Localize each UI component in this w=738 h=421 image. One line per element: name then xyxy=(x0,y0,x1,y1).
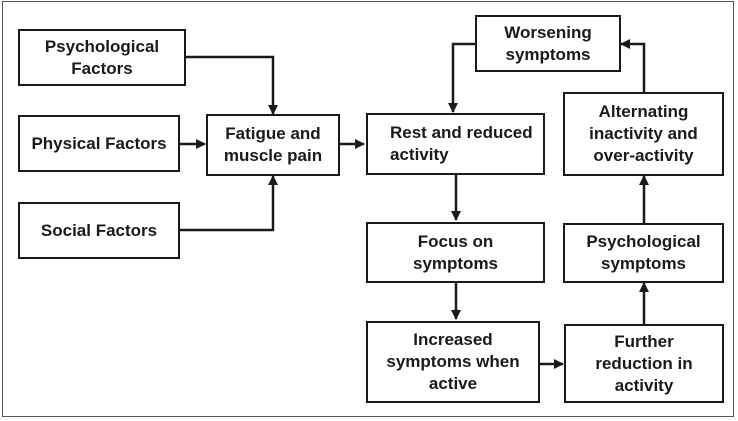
node-increased: Increased symptoms when active xyxy=(366,321,540,403)
node-psychological-factors-label: Psychological Factors xyxy=(44,36,160,78)
node-alternating-label: Alternating inactivity and over-activity xyxy=(589,102,698,165)
edge-worsening-to-rest xyxy=(448,42,475,113)
node-focus: Focus on symptoms xyxy=(366,222,545,283)
edge-psychological-factors-to-fatigue xyxy=(186,55,278,115)
node-worsening-label: Worsening symptoms xyxy=(504,22,592,64)
node-increased-label: Increased symptoms when active xyxy=(386,330,520,393)
node-social-factors-label: Social Factors xyxy=(40,220,158,240)
node-fatigue-label: Fatigue and muscle pain xyxy=(223,124,323,165)
node-rest-label: Rest and reduced activity xyxy=(390,123,533,164)
edge-alternating-to-worsening xyxy=(620,39,646,92)
node-psychological-symptoms: Psychological symptoms xyxy=(563,223,724,283)
node-physical-factors-label: Physical Factors xyxy=(31,133,167,153)
node-alternating: Alternating inactivity and over-activity xyxy=(563,92,724,176)
node-psychological-symptoms-label: Psychological symptoms xyxy=(586,232,701,273)
node-psychological-factors: Psychological Factors xyxy=(18,29,186,86)
edge-social-factors-to-fatigue xyxy=(180,175,278,232)
node-physical-factors: Physical Factors xyxy=(18,115,180,172)
node-further: Further reduction in activity xyxy=(564,324,724,403)
node-further-label: Further reduction in activity xyxy=(595,331,693,395)
node-focus-label: Focus on symptoms xyxy=(412,231,499,273)
node-rest: Rest and reduced activity xyxy=(366,113,545,175)
node-fatigue: Fatigue and muscle pain xyxy=(206,114,340,176)
node-worsening: Worsening symptoms xyxy=(475,15,621,72)
node-social-factors: Social Factors xyxy=(18,202,180,259)
